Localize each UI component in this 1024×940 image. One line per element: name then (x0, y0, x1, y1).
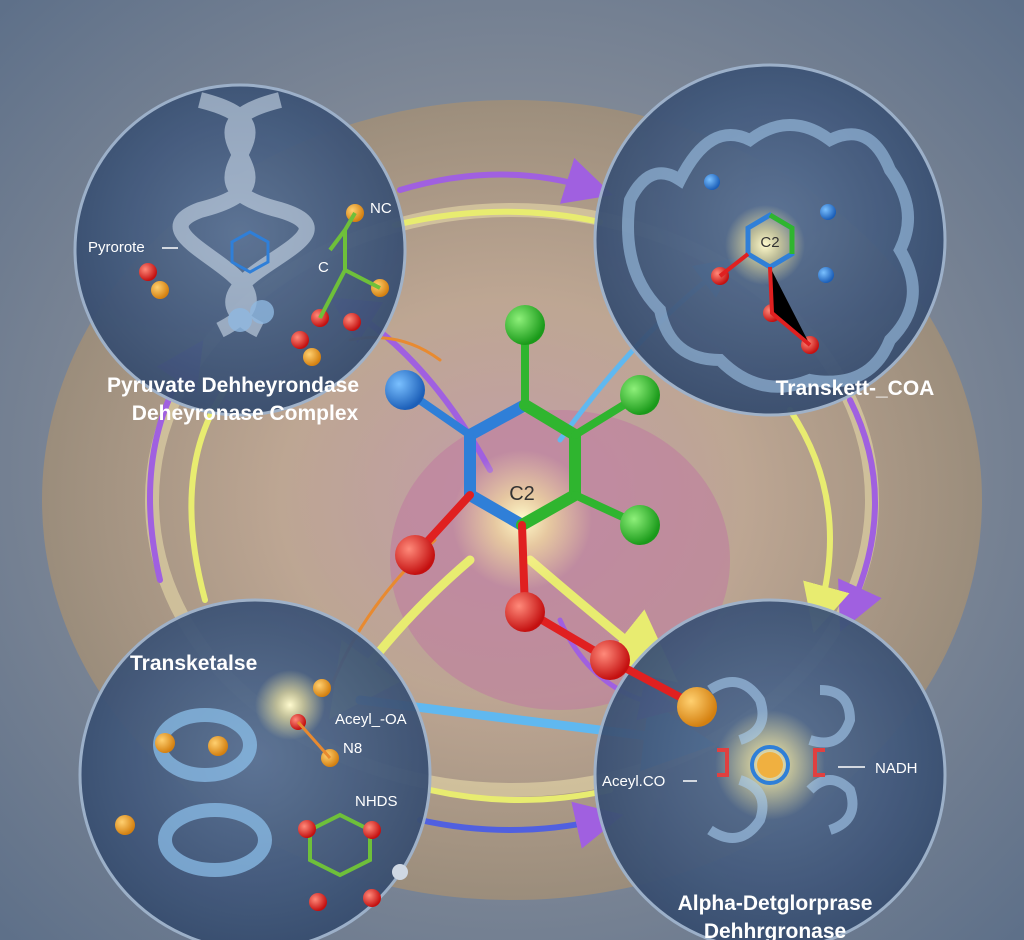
atoms (139, 204, 389, 366)
atom-green (620, 505, 660, 545)
protein-complex-icon (707, 677, 858, 843)
panel-pyruvate-dehydrogenase: Pyrorote NC C Pyruvate Dehheyrondase Deh… (73, 83, 407, 425)
protein-coil-icon (622, 119, 919, 393)
label-nc: NC (370, 200, 392, 217)
panel-title: Transketalse (130, 652, 257, 675)
arrow-purple-top (397, 157, 613, 204)
panel-alpha-ketoglutarate-dehydrogenase: Aceyl.CO NADH Alpha-Detglorprase Dehhrgr… (593, 598, 947, 940)
helix-icon (172, 92, 315, 338)
panel-title-line2: Deheyronase Complex (132, 402, 359, 425)
arrow-blue-bottom (417, 801, 624, 849)
atom-red (395, 535, 435, 575)
panel-title-line2: Dehhrgronase (704, 920, 846, 940)
label-c2: C2 (760, 234, 779, 251)
panel-transketolase: Transketalse Aceyl_-OA N8 NHDS (78, 598, 432, 940)
atom-red (505, 592, 545, 632)
arrow-yellow-right (787, 407, 850, 634)
label-c: C (318, 259, 329, 276)
arrow-yellow-top (392, 208, 603, 228)
label-nadh: NADH (875, 760, 918, 777)
panel-title-line1: Pyruvate Dehheyrondase (107, 374, 359, 397)
panel-title-line1: Alpha-Detglorprase (678, 892, 873, 915)
panel-transketolase-coa: C2 Transkett-_COA (593, 63, 947, 417)
label-acetyl-co: Aceyl.CO (602, 773, 665, 790)
label-nhds: NHDS (355, 793, 398, 810)
label-pyrorote: Pyrorote (88, 239, 145, 256)
central-c2-molecule: C2 (385, 305, 717, 727)
arrow-purple-right (838, 397, 882, 632)
atom-blue (385, 370, 425, 410)
arrow-yellow-bottom (427, 787, 613, 803)
atom-green (620, 375, 660, 415)
atom-orange (677, 687, 717, 727)
label-acetyl-coa: Aceyl_-OA (335, 711, 407, 728)
label-n8: N8 (343, 740, 362, 757)
center-label: C2 (509, 483, 535, 505)
atom-green (505, 305, 545, 345)
atom-red (590, 640, 630, 680)
panel-title: Transkett-_COA (776, 377, 935, 400)
